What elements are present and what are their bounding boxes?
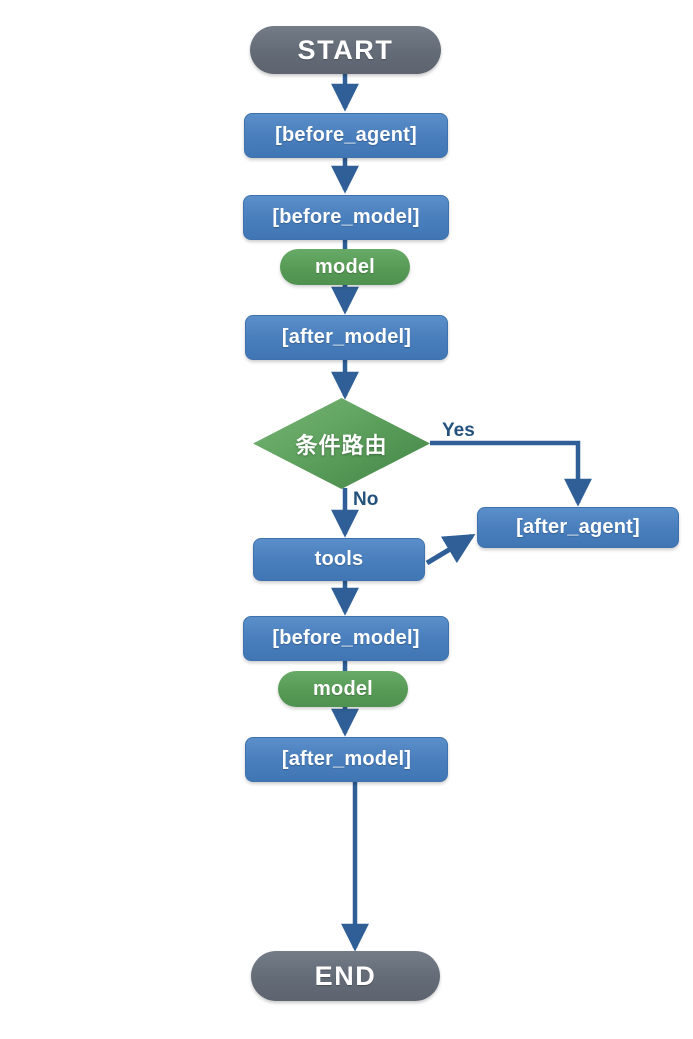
edge-tools-to-after-agent — [425, 533, 476, 566]
node-before-agent[interactable]: [before_agent] — [244, 113, 448, 158]
node-after-model-2[interactable]: [after_model] — [245, 737, 448, 782]
node-tools[interactable]: tools — [253, 538, 425, 581]
edge-decision-yes-to-after-agent — [430, 440, 592, 507]
node-before-model-2[interactable]: [before_model] — [243, 616, 449, 661]
node-after-agent[interactable]: [after_agent] — [477, 507, 679, 548]
node-decision-conditional-routing[interactable]: 条件路由 — [253, 398, 430, 489]
node-model-2[interactable]: model — [278, 671, 408, 707]
node-model-1[interactable]: model — [280, 249, 410, 285]
node-decision-label: 条件路由 — [295, 433, 388, 459]
node-after-model-1[interactable]: [after_model] — [245, 315, 448, 360]
edge-label-no: No — [353, 489, 379, 510]
node-before-model-1[interactable]: [before_model] — [243, 195, 449, 240]
node-start[interactable]: START — [250, 26, 441, 74]
edge-label-yes: Yes — [442, 420, 475, 441]
node-end[interactable]: END — [251, 951, 440, 1001]
